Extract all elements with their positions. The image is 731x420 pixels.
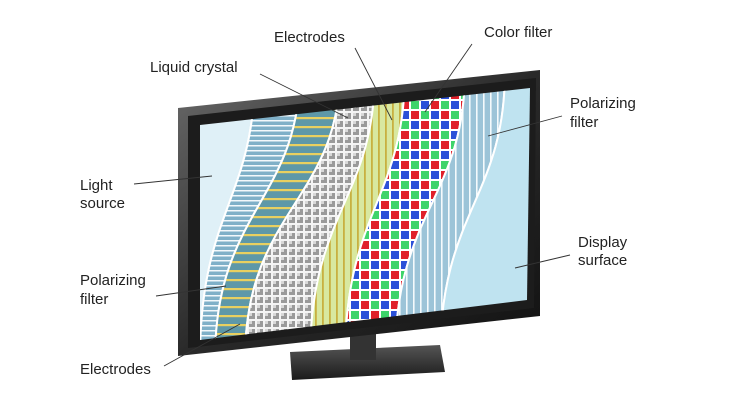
label-electrodes-top: Electrodes <box>274 29 345 46</box>
label-display-surface: Display <box>578 234 628 251</box>
label-display-surface-2: surface <box>578 252 627 269</box>
label-light-source: Light <box>80 177 113 194</box>
display-surface-layer <box>438 88 530 340</box>
label-polarizing-filter-left: Polarizing <box>80 272 146 289</box>
leader-line <box>514 254 571 269</box>
leader-line <box>487 115 563 137</box>
label-light-source-2: source <box>80 195 125 212</box>
leader-line <box>155 285 227 297</box>
labels: Electrodes Color filter Liquid crystal P… <box>80 24 636 378</box>
label-polarizing-filter-left-2: filter <box>80 291 108 308</box>
label-polarizing-filter-right: Polarizing <box>570 95 636 112</box>
label-liquid-crystal: Liquid crystal <box>150 59 238 76</box>
label-color-filter: Color filter <box>484 24 552 41</box>
leader-line <box>163 323 241 367</box>
label-electrodes-bottom: Electrodes <box>80 361 151 378</box>
label-polarizing-filter-right-2: filter <box>570 114 598 131</box>
leader-line <box>424 43 473 113</box>
leader-line <box>259 73 349 119</box>
leader-line <box>354 47 393 121</box>
leader-line <box>133 175 213 185</box>
screen <box>200 88 530 340</box>
